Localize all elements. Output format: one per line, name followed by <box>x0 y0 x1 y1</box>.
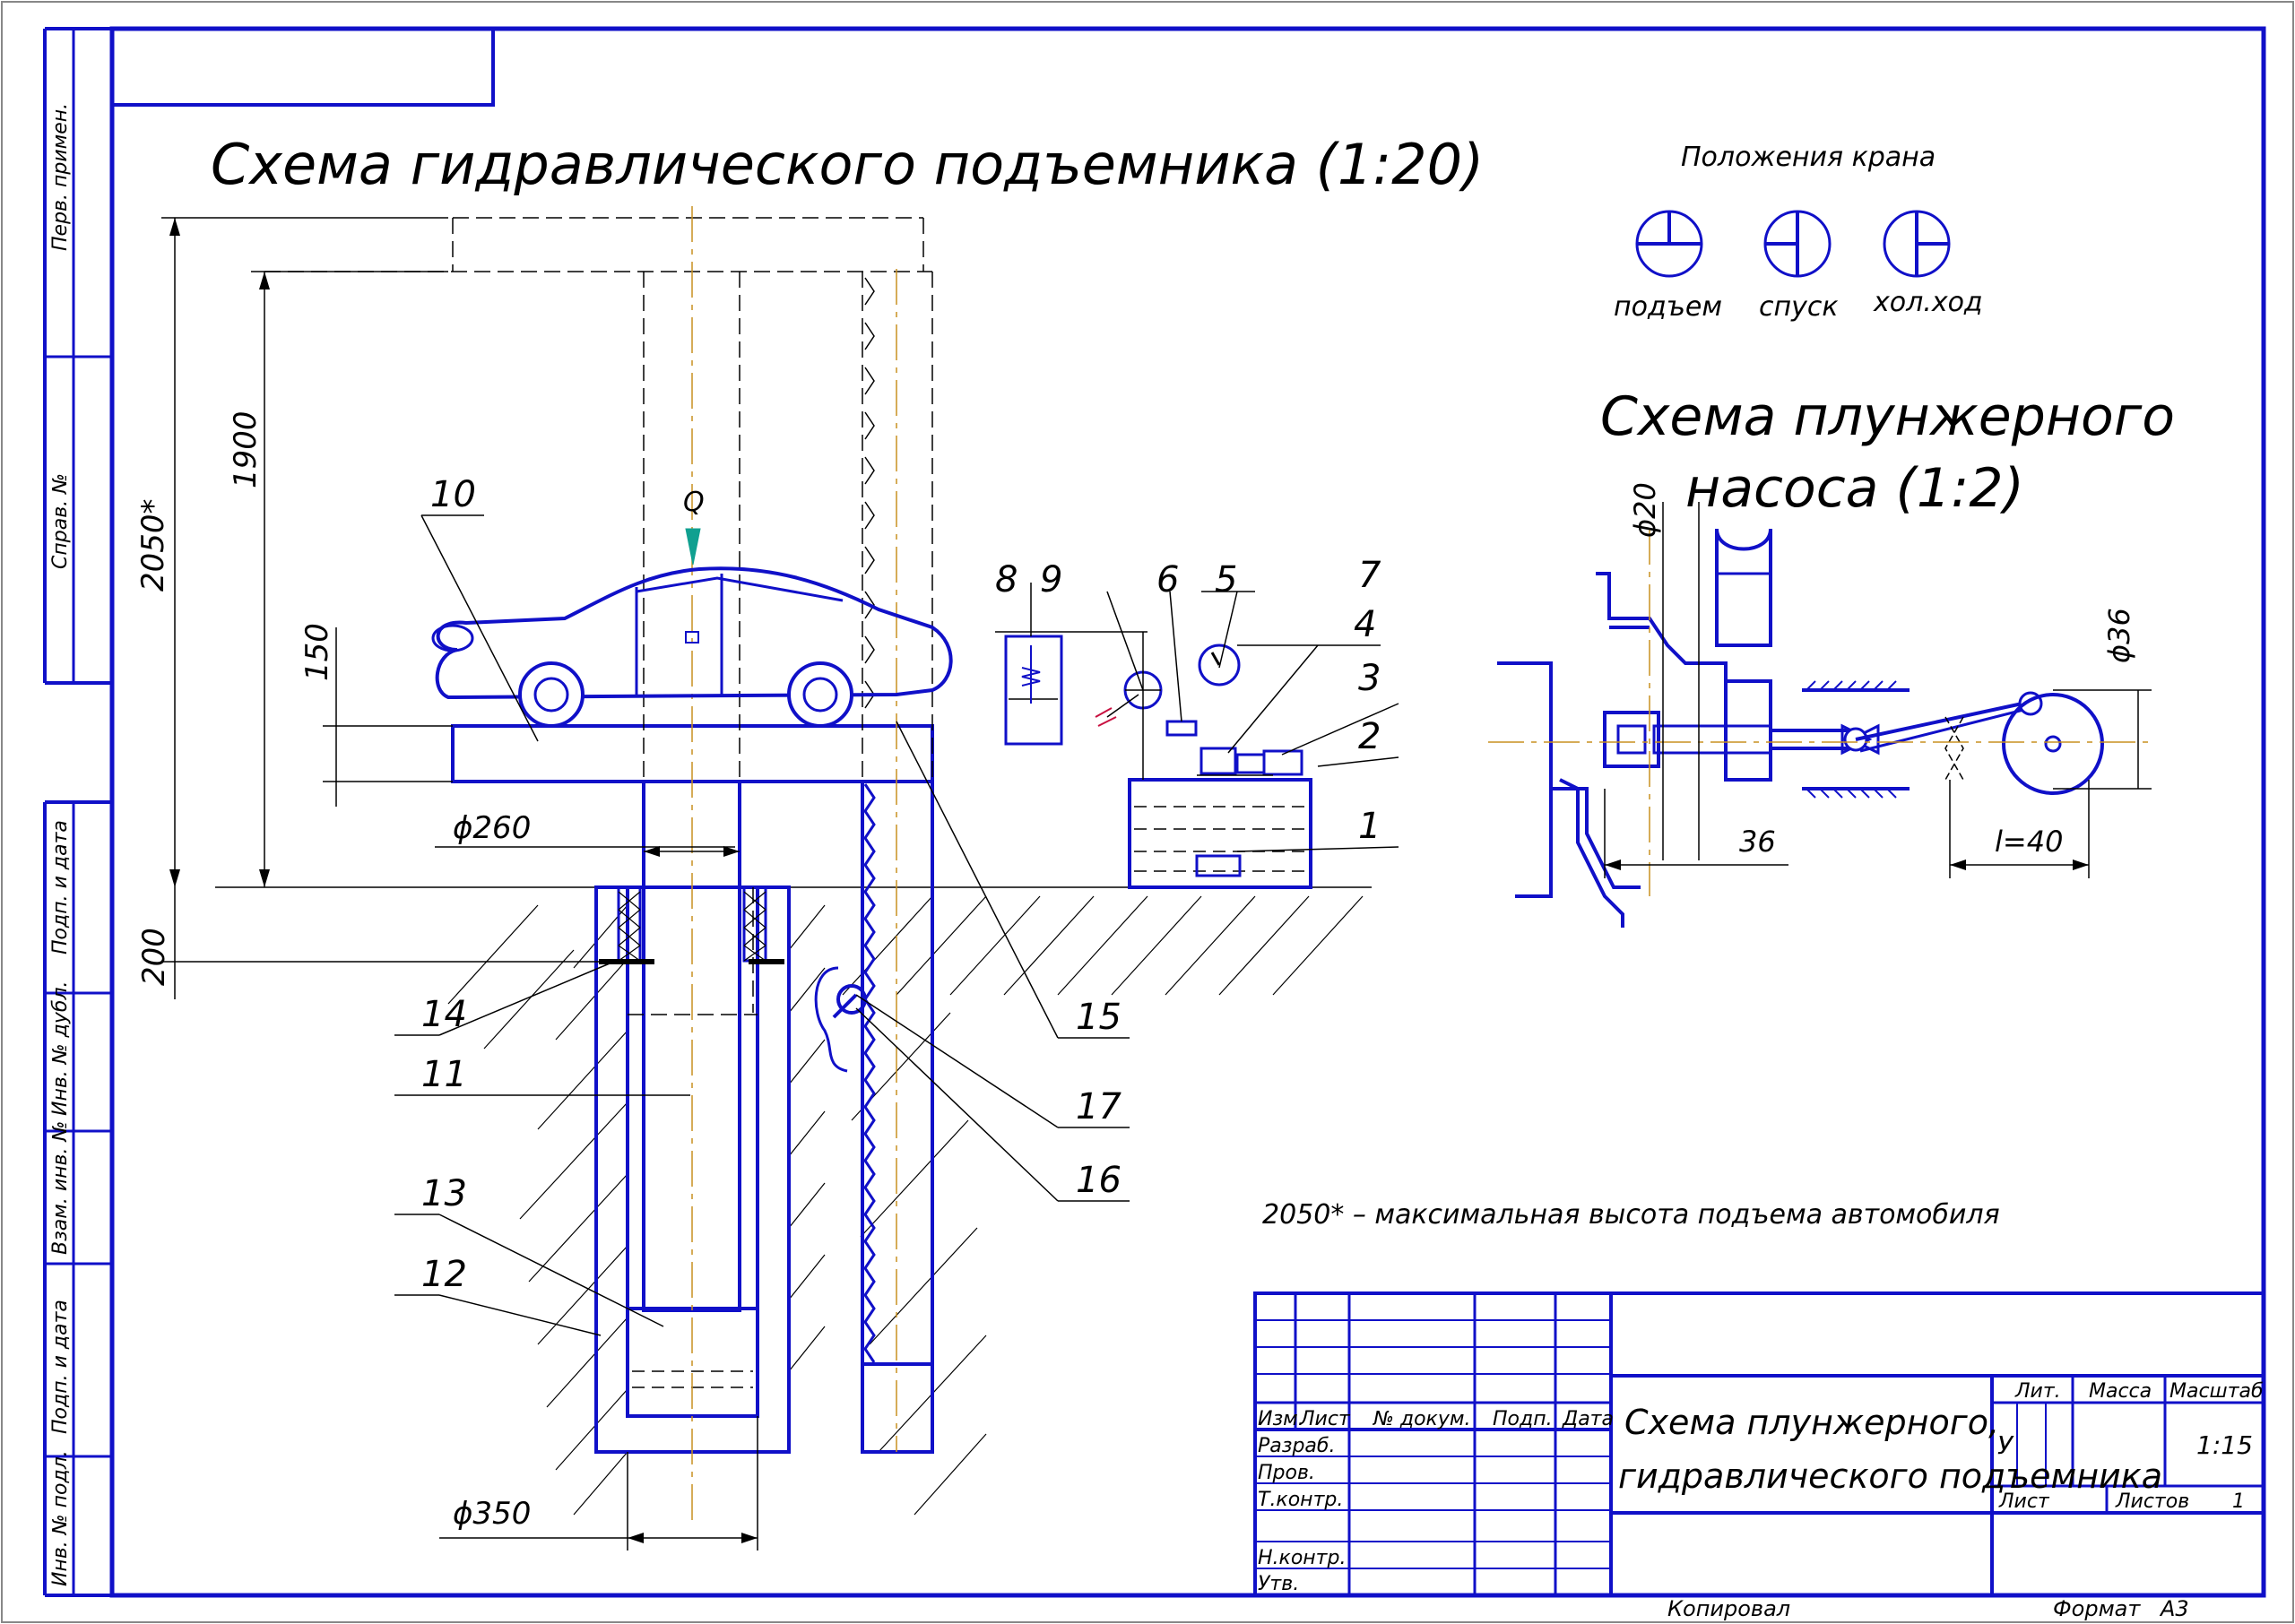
hydraulic-unit <box>995 583 1399 889</box>
pump-dim-36-length: 36 <box>1739 825 1776 859</box>
callout-17: 17 <box>1076 1086 1122 1127</box>
valve-label-up: подъем <box>1614 291 1722 323</box>
tb-role-tkontr: Т.контр. <box>1258 1489 1343 1511</box>
dim-200: 200 <box>136 928 172 986</box>
callout-3: 3 <box>1358 658 1381 699</box>
pump-scheme-title-line1: Схема плунжерного <box>1600 385 2175 448</box>
callout-1: 1 <box>1358 806 1381 847</box>
stamp-podp-data-1: Подп. и дата <box>49 820 72 955</box>
dim-1900: 1900 <box>228 410 264 488</box>
footer-copied: Копировал <box>1667 1596 1790 1621</box>
callout-4: 4 <box>1354 604 1376 645</box>
tb-lit-label: Лит. <box>2014 1380 2061 1403</box>
pinion <box>814 966 867 1073</box>
dim-150: 150 <box>299 623 335 681</box>
tb-header-dokum: № докум. <box>1373 1408 1470 1430</box>
valve-icons <box>1635 210 1951 278</box>
tb-header-list: Лист <box>1299 1408 1351 1430</box>
tb-mass-label: Масса <box>2089 1380 2152 1403</box>
callout-6: 6 <box>1156 559 1179 600</box>
valve-label-down: спуск <box>1759 291 1838 323</box>
dim-260: ϕ260 <box>453 810 531 846</box>
callout-7: 7 <box>1358 555 1381 596</box>
car <box>431 566 953 728</box>
load-arrow <box>685 528 701 566</box>
stamp-podp-data-2: Подп. и дата <box>49 1300 72 1434</box>
callout-10: 10 <box>430 474 476 515</box>
side-stamp: Перв. примен. Справ. № Подп. и дата Инв.… <box>43 27 112 1597</box>
tb-role-nkontr: Н.контр. <box>1258 1547 1346 1569</box>
stamp-inv-podl: Инв. № подл. <box>49 1450 72 1586</box>
tb-sheets-label: Листов <box>2115 1490 2189 1513</box>
rack-column <box>861 277 934 1454</box>
tb-sheets-value: 1 <box>2232 1490 2245 1513</box>
tb-role-utv: Утв. <box>1258 1573 1299 1595</box>
tb-header-izm: Изм. <box>1258 1408 1304 1430</box>
callout-14: 14 <box>421 994 467 1035</box>
callout-15: 15 <box>1076 997 1122 1038</box>
plunger-pump <box>1488 528 2152 928</box>
pump-scheme-title-line2: насоса (1:2) <box>1685 457 2024 520</box>
tb-role-razrab: Разраб. <box>1258 1435 1335 1457</box>
valve-label-idle: хол.ход <box>1873 287 1983 318</box>
tb-role-prov: Пров. <box>1258 1462 1315 1484</box>
drawing-frame <box>109 26 2266 1598</box>
title-block <box>1253 1291 2265 1597</box>
tb-scale-label: Масштаб <box>2169 1380 2264 1403</box>
main-scheme-title: Схема гидравлического подъемника (1:20) <box>211 132 1484 197</box>
tb-lit-value: У <box>1997 1430 2014 1460</box>
stamp-sprav-nomer: Справ. № <box>49 473 72 569</box>
pump-dim-l: l=40 <box>1995 825 2063 859</box>
tb-doc-title-2: гидравлического подъемника <box>1618 1456 2162 1496</box>
tb-header-podp: Подп. <box>1493 1408 1553 1430</box>
footer-format-label: Формат <box>2053 1596 2141 1621</box>
pump-dim-20: ϕ20 <box>1628 482 1662 538</box>
load-label: Q <box>683 487 705 518</box>
stamp-inv-dubl: Инв. № дубл. <box>49 980 72 1116</box>
valve-positions-title: Положения крана <box>1681 142 1936 173</box>
callout-9: 9 <box>1040 559 1062 600</box>
pump-dimension-lines <box>1604 502 2152 878</box>
leader-lines <box>394 514 1130 1336</box>
footer-format-value: А3 <box>2159 1596 2189 1621</box>
height-note: 2050* – максимальная высота подъема авто… <box>1262 1199 2000 1231</box>
tb-header-data: Дата <box>1562 1408 1614 1430</box>
callout-2: 2 <box>1358 716 1381 757</box>
callout-13: 13 <box>421 1173 467 1214</box>
tb-scale-value: 1:15 <box>2196 1430 2253 1460</box>
dim-350: ϕ350 <box>453 1496 531 1532</box>
top-left-stamp-box <box>110 27 495 107</box>
tb-doc-title-1: Схема плунжерного, <box>1624 1403 1999 1442</box>
stamp-vzam-inv: Взам. инв. № <box>49 1121 72 1255</box>
callout-11: 11 <box>421 1054 467 1095</box>
stamp-perv-primen: Перв. примен. <box>49 103 72 251</box>
callout-12: 12 <box>421 1254 467 1295</box>
tb-sheet-label: Лист <box>1998 1490 2050 1513</box>
callout-16: 16 <box>1076 1160 1122 1201</box>
raised-phantom <box>264 217 933 1013</box>
callout-8: 8 <box>995 559 1018 600</box>
dimension-lines <box>161 217 758 1551</box>
pump-dim-36: ϕ36 <box>2102 608 2136 663</box>
callout-5: 5 <box>1215 559 1237 600</box>
dim-2050: 2050* <box>135 498 171 592</box>
ground-hatching <box>215 886 1372 1516</box>
